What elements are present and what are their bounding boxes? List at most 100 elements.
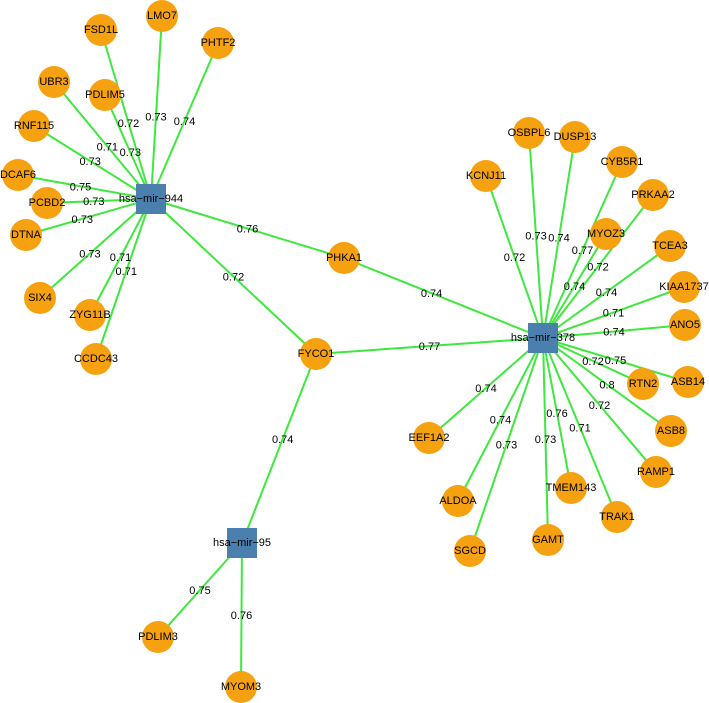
gene-node-myom3[interactable]: MYOM3 — [221, 671, 261, 703]
gene-node-rtn2[interactable]: RTN2 — [627, 368, 659, 400]
edge-weight-label: 0.75 — [189, 585, 210, 597]
node-label: OSBPL6 — [508, 127, 551, 139]
gene-node-ubr3[interactable]: UBR3 — [38, 66, 70, 98]
edge-weight-label: 0.76 — [546, 408, 567, 420]
edge-m378-prkaa2 — [542, 194, 654, 339]
gene-node-tmem143[interactable]: TMEM143 — [546, 472, 597, 504]
node-label: PHTF2 — [201, 37, 236, 49]
node-label: PCBD2 — [29, 197, 66, 209]
edge-m378-dusp13 — [542, 136, 576, 339]
mirna-square — [227, 528, 257, 558]
gene-circle — [74, 299, 106, 331]
edge-m378-aldoa — [457, 337, 544, 502]
mirna-node-m95[interactable]: hsa−mir−95 — [213, 528, 271, 558]
gene-circle — [146, 0, 178, 32]
edge-m95-fyco1 — [241, 353, 317, 544]
edge-weight-label: 0.72 — [118, 118, 139, 130]
gene-node-phtf2[interactable]: PHTF2 — [201, 27, 236, 59]
gene-circle — [442, 485, 474, 517]
edge-weight-label: 0.71 — [97, 141, 118, 153]
gene-node-eef1a2[interactable]: EEF1A2 — [409, 422, 450, 454]
node-label: hsa−mir−944 — [119, 193, 183, 205]
edge-m95-pdlim3 — [157, 542, 243, 638]
gene-node-fyco1[interactable]: FYCO1 — [298, 338, 335, 370]
gene-node-aldoa[interactable]: ALDOA — [439, 485, 477, 517]
gene-circle — [532, 524, 564, 556]
gene-node-phka1[interactable]: PHKA1 — [326, 242, 362, 274]
gene-node-asb8[interactable]: ASB8 — [655, 415, 687, 447]
gene-node-osbpl6[interactable]: OSBPL6 — [508, 117, 551, 149]
gene-node-kcnj11[interactable]: KCNJ11 — [466, 160, 506, 192]
gene-node-prkaa2[interactable]: PRKAA2 — [631, 179, 675, 211]
gene-node-trak1[interactable]: TRAK1 — [599, 501, 635, 533]
edge-weight-label: 0.76 — [231, 610, 252, 622]
edge-m378-phka1 — [343, 257, 544, 339]
node-label: GAMT — [532, 534, 564, 546]
gene-node-cyb5r1[interactable]: CYB5R1 — [601, 146, 644, 178]
edge-m944-rnf115 — [33, 125, 152, 200]
edge-weight-label: 0.71 — [603, 308, 624, 320]
edge-weight-label: 0.73 — [145, 112, 166, 124]
gene-node-fsd1l[interactable]: FSD1L — [84, 14, 118, 46]
gene-node-tcea3[interactable]: TCEA3 — [652, 230, 688, 262]
edge-weight-label: 0.71 — [110, 252, 131, 264]
node-label: SIX4 — [28, 292, 52, 304]
gene-node-zyg11b[interactable]: ZYG11B — [69, 299, 111, 331]
edge-m944-fyco1 — [150, 198, 317, 355]
edge-weight-label: 0.74 — [603, 327, 624, 339]
edge-m944-phka1 — [150, 198, 345, 259]
gene-node-dusp13[interactable]: DUSP13 — [554, 121, 597, 153]
edge-m944-dtna — [25, 198, 152, 236]
edge-m944-pdlim5 — [104, 94, 152, 200]
gene-circle — [513, 117, 545, 149]
gene-circle — [142, 621, 174, 653]
gene-node-kiaa1737[interactable]: KIAA1737 — [659, 271, 709, 303]
edge-m944-lmo7 — [150, 15, 163, 200]
edge-m378-ano5 — [542, 324, 686, 339]
gene-node-ano5[interactable]: ANO5 — [669, 309, 701, 341]
gene-node-pcbd2[interactable]: PCBD2 — [29, 187, 66, 219]
gene-node-rnf115[interactable]: RNF115 — [14, 110, 54, 142]
edge-m378-myoz3 — [542, 233, 607, 339]
node-label: LMO7 — [147, 10, 177, 22]
gene-node-pdlim5[interactable]: PDLIM5 — [85, 79, 125, 111]
gene-node-lmo7[interactable]: LMO7 — [146, 0, 178, 32]
gene-node-ramp1[interactable]: RAMP1 — [637, 456, 675, 488]
gene-node-sgcd[interactable]: SGCD — [454, 535, 486, 567]
edge-weight-label: 0.75 — [605, 355, 626, 367]
gene-node-six4[interactable]: SIX4 — [24, 282, 56, 314]
edge-m378-fyco1 — [315, 337, 544, 355]
edge-m95-myom3 — [240, 542, 243, 688]
edge-weight-label: 0.71 — [116, 266, 137, 278]
gene-circle — [300, 338, 332, 370]
gene-circle — [454, 535, 486, 567]
gene-node-gamt[interactable]: GAMT — [532, 524, 564, 556]
edge-weight-label: 0.72 — [589, 400, 610, 412]
gene-node-asb14[interactable]: ASB14 — [671, 366, 705, 398]
node-label: MYOZ3 — [587, 228, 625, 240]
node-label: FSD1L — [84, 24, 118, 36]
node-label: PDLIM3 — [138, 631, 178, 643]
edge-weight-label: 0.73 — [79, 156, 100, 168]
edge-m378-eef1a2 — [428, 337, 544, 439]
node-label: SGCD — [454, 545, 486, 557]
edge-m378-osbpl6 — [528, 132, 544, 339]
edges-layer — [17, 15, 689, 688]
gene-node-ccdc43[interactable]: CCDC43 — [74, 343, 118, 375]
edge-m378-rtn2 — [542, 337, 644, 385]
gene-node-myoz3[interactable]: MYOZ3 — [587, 218, 625, 250]
gene-node-pdlim3[interactable]: PDLIM3 — [138, 621, 178, 653]
node-label: PRKAA2 — [631, 189, 674, 201]
edge-m944-fsd1l — [100, 29, 152, 200]
node-label: ALDOA — [439, 495, 477, 507]
mirna-node-m944[interactable]: hsa−mir−944 — [119, 184, 183, 214]
node-label: RTN2 — [629, 378, 658, 390]
gene-circle — [225, 671, 257, 703]
node-label: ZYG11B — [69, 309, 110, 321]
edge-weight-label: 0.72 — [504, 252, 525, 264]
mirna-node-m378[interactable]: hsa−mir−378 — [511, 323, 575, 353]
gene-node-dtna[interactable]: DTNA — [10, 219, 42, 251]
gene-circle — [80, 343, 112, 375]
edge-m378-asb14 — [542, 337, 689, 383]
gene-node-dcaf6[interactable]: DCAF6 — [0, 159, 36, 191]
